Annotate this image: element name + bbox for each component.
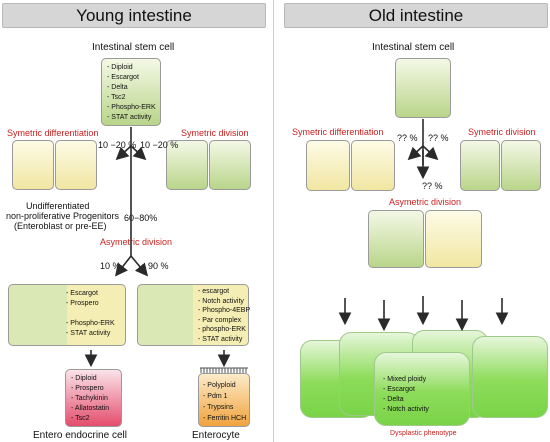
arrow-young-sym-diff <box>115 145 132 161</box>
young-ec-progenitor-cell: - escargot - Notch activity - Phospho-4E… <box>137 284 250 346</box>
young-intestine-panel: Young intestine Intestinal stem cell - D… <box>0 0 270 442</box>
young-stem-label: Intestinal stem cell <box>92 42 175 53</box>
enterocyte-brush-border <box>200 367 248 373</box>
young-pct-left: 10 −20 % <box>98 140 137 150</box>
marker: - Pdm 1 <box>203 393 228 400</box>
marker: - Diploid <box>107 64 133 71</box>
young-stem-cell: - Diploid - Escargot - Delta - Tsc2 - Ph… <box>101 58 161 126</box>
marker: - Trypsins <box>203 404 234 411</box>
marker: - escargot <box>198 288 230 295</box>
marker: - Diploid <box>71 375 97 382</box>
young-sym-diff-cell-left <box>12 140 54 190</box>
old-sym-diff-cell-right <box>351 140 395 191</box>
old-pct-right: ?? % <box>428 133 449 143</box>
young-progenitor-line-1: Undifferentiated <box>26 201 90 211</box>
marker: - Phospho-ERK <box>107 104 156 111</box>
old-sym-diff-label: Symetric differentiation <box>292 127 384 137</box>
marker: - STAT activity <box>66 330 111 337</box>
arrow-old-sym-diff <box>407 145 424 161</box>
ee-markers: - Diploid - Prospero - Tachykinin - Alla… <box>71 374 109 424</box>
arrow-young-sym-div <box>130 145 147 161</box>
marker: - Polyploid <box>203 382 236 389</box>
marker: - Notch activity <box>198 297 244 305</box>
dysplastic-markers: - Mixed ploidy - Escargot - Delta - Notc… <box>383 375 429 415</box>
young-pct-10: 10 % <box>100 261 121 271</box>
dysplastic-tissue: - Mixed ploidy - Escargot - Delta - Notc… <box>294 330 550 432</box>
old-sym-div-cell-right <box>501 140 541 191</box>
marker: - Delta <box>107 84 128 91</box>
marker: - Escargot <box>383 386 415 393</box>
enteroendocrine-cell: - Diploid - Prospero - Tachykinin - Alla… <box>65 369 122 427</box>
marker: - Prospero <box>71 385 104 392</box>
young-ec-progenitor-markers: - escargot - Notch activity - Phospho-4E… <box>198 287 250 344</box>
marker: - Mixed ploidy <box>383 376 427 383</box>
arrow-young-ee-branch <box>115 255 132 277</box>
marker: - Escargot <box>107 74 139 81</box>
old-asym-label: Asymetric division <box>389 197 462 207</box>
old-asym-cell-left <box>368 210 424 268</box>
young-progenitor-line-3: (Enteroblast or pre-EE) <box>14 221 107 231</box>
young-ee-progenitor-cell: - Escargot - Prospero - Phospho-ERK - ST… <box>8 284 126 346</box>
marker: - STAT activity <box>198 335 243 343</box>
dysplastic-phenotype-label: Dysplastic phenotype <box>390 430 457 437</box>
young-ee-progenitor-markers: - Escargot - Prospero - Phospho-ERK - ST… <box>66 289 115 339</box>
young-pct-90: 90 % <box>148 261 169 271</box>
young-sym-diff-label: Symetric differentiation <box>7 128 99 138</box>
young-stem-markers: - Diploid - Escargot - Delta - Tsc2 - Ph… <box>107 63 156 123</box>
dysplastic-cell-center <box>374 352 470 426</box>
marker: - Allatostatin <box>71 405 110 412</box>
ec-label: Enterocyte <box>192 430 240 441</box>
marker: - Tachykinin <box>71 395 108 402</box>
marker: - STAT activity <box>107 114 152 121</box>
marker: - Tsc2 <box>71 415 90 422</box>
young-progenitor-line-2: non-proliferative Progenitors <box>6 211 120 221</box>
marker: - Delta <box>383 396 404 403</box>
old-sym-diff-cell-left <box>306 140 350 191</box>
old-sym-div-cell-left <box>460 140 500 191</box>
enterocyte-cell: - Polyploid - Pdm 1 - Trypsins - Ferriti… <box>198 373 250 427</box>
young-sym-div-cell-left <box>166 140 208 190</box>
panel-divider <box>273 0 274 442</box>
young-panel-title: Young intestine <box>2 3 266 28</box>
marker: - Phospho-4EBP <box>198 307 251 314</box>
old-stem-label: Intestinal stem cell <box>372 42 455 53</box>
marker: - phospho-ERK <box>198 326 246 333</box>
young-sym-div-cell-right <box>209 140 251 190</box>
old-intestine-panel: Old intestine Intestinal stem cell Symet… <box>280 0 550 442</box>
young-asym-label: Asymetric division <box>100 237 173 247</box>
old-pct-down: ?? % <box>422 181 443 191</box>
young-sym-diff-cell-right <box>55 140 97 190</box>
arrow-old-sym-div <box>422 145 439 161</box>
marker: - Ferritin HCH <box>203 415 247 422</box>
dysplastic-cell <box>472 336 548 418</box>
young-pct-asym: 60−80% <box>124 213 158 223</box>
marker: - Par complex <box>198 316 242 324</box>
old-asym-cell-right <box>425 210 482 268</box>
young-sym-div-label: Symetric division <box>181 128 249 138</box>
old-stem-cell <box>395 58 451 118</box>
ec-markers: - Polyploid - Pdm 1 - Trypsins - Ferriti… <box>203 380 246 424</box>
marker: - Prospero <box>66 300 99 307</box>
marker: - Notch activity <box>383 406 429 413</box>
marker: - Escargot <box>66 290 98 297</box>
old-pct-left: ?? % <box>397 133 418 143</box>
old-sym-div-label: Symetric division <box>468 127 536 137</box>
marker: - Phospho-ERK <box>66 320 115 327</box>
young-pct-right: 10 −20 % <box>140 140 179 150</box>
ee-label: Entero endocrine cell <box>33 430 127 441</box>
arrow-young-ec-branch <box>130 255 149 277</box>
old-panel-title: Old intestine <box>284 3 548 28</box>
marker: - Tsc2 <box>107 94 126 101</box>
